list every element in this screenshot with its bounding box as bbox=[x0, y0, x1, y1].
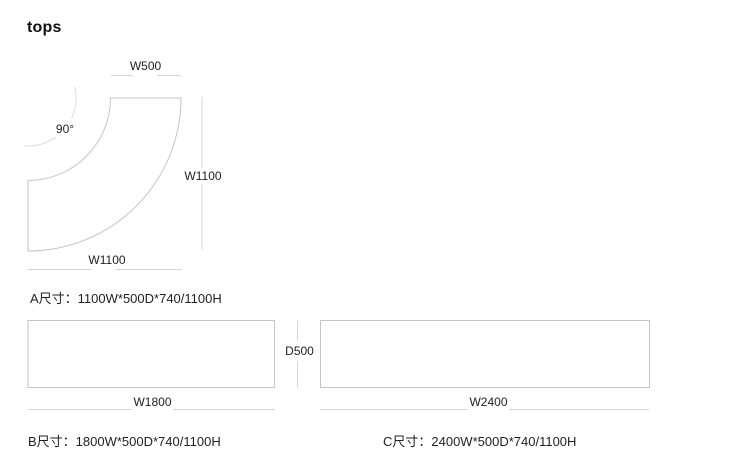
angle-label: 90° bbox=[56, 122, 74, 136]
dim-label-w1800: W1800 bbox=[133, 395, 171, 409]
caption-size-c: C尺寸：2400W*500D*740/1100H bbox=[383, 434, 577, 449]
dim-label-w1100-right: W1100 bbox=[184, 169, 221, 183]
shape-a-quarter-annulus bbox=[27, 97, 182, 252]
angle-arc-lower-segment bbox=[23, 136, 56, 147]
shape-c-rectangle bbox=[320, 320, 650, 388]
caption-size-b: B尺寸：1800W*500D*740/1100H bbox=[28, 434, 221, 449]
dim-label-w1100-bottom: W1100 bbox=[88, 253, 125, 267]
dim-label-d500: D500 bbox=[285, 344, 314, 358]
angle-arc-upper-segment bbox=[71, 86, 77, 119]
page-title: tops bbox=[27, 19, 62, 36]
caption-size-a: A尺寸：1100W*500D*740/1100H bbox=[30, 291, 222, 306]
dim-label-w500: W500 bbox=[130, 59, 162, 73]
dim-label-w2400: W2400 bbox=[469, 395, 507, 409]
shape-b-rectangle bbox=[27, 320, 275, 388]
